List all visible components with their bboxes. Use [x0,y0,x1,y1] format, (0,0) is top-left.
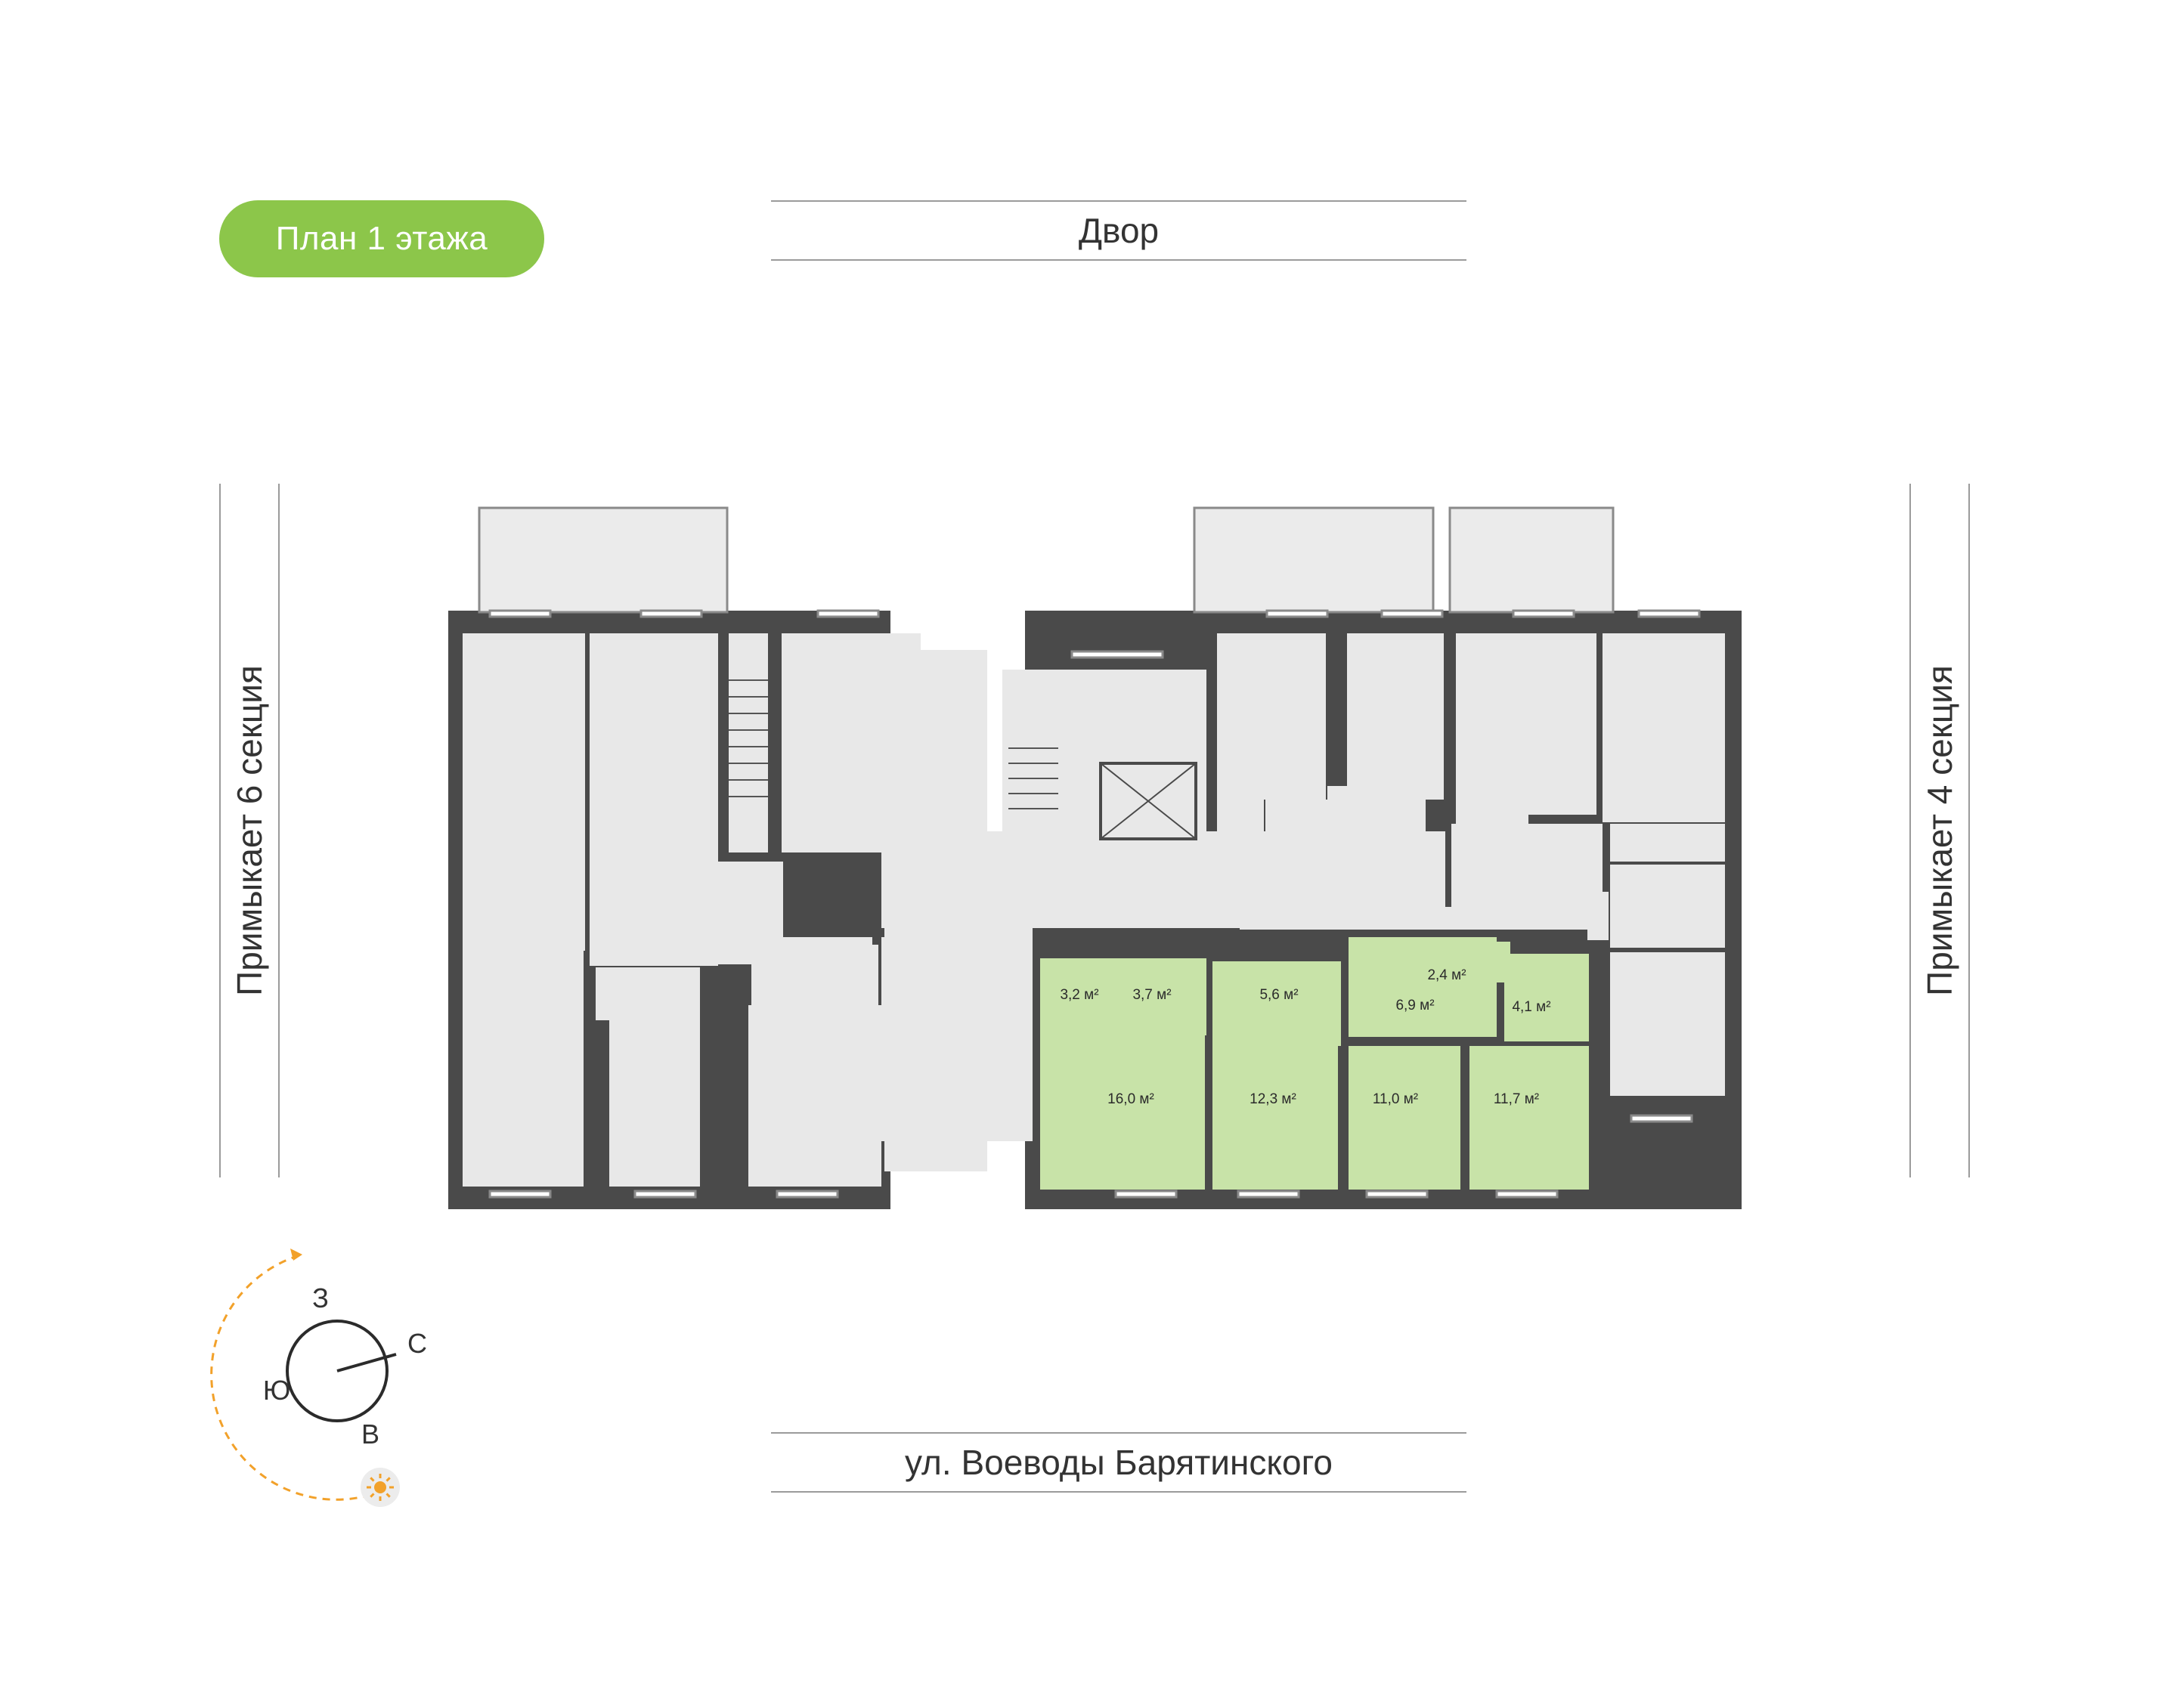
room [590,633,718,966]
room [850,1043,877,1119]
area-corridor: 6,9 м² [1395,998,1434,1013]
sun-ray [370,1477,375,1482]
apartment-room [1212,1046,1338,1190]
apartment-room [1469,1046,1589,1190]
room [1603,633,1725,822]
floor-badge[interactable]: План 1 этажа [219,200,544,277]
sun-core [374,1481,386,1493]
area-kitchen: 5,6 м² [1259,987,1298,1003]
room [729,633,768,852]
room [1240,907,1542,930]
room [1217,633,1326,800]
window [1365,1190,1429,1199]
room [463,951,584,998]
side-left: Примыкает 6 секция [219,484,280,1177]
room [1456,633,1596,815]
window [776,1190,839,1199]
room [1002,670,1206,834]
sun-ray [370,1493,375,1498]
apartment-room [1212,961,1341,1046]
area-hall: 3,2 м² [1060,987,1098,1003]
balcony [1448,506,1615,614]
room [609,975,700,1187]
balcony [1193,506,1435,614]
window [488,609,552,618]
apartment-room [1040,1035,1205,1190]
area-bath: 3,7 м² [1132,987,1171,1003]
apartment-room [1349,1046,1460,1190]
window [816,609,880,618]
room [782,800,895,852]
window [1380,609,1444,618]
room [1610,952,1725,1096]
rooms-common [463,633,1725,1187]
compass-north: С [407,1328,427,1359]
room [463,1134,584,1187]
compass-west: З [312,1283,329,1313]
apartment-room [1426,942,1510,982]
side-right: Примыкает 4 секция [1909,484,1970,1177]
area-room1: 16,0 м² [1107,1091,1154,1107]
apartment-room [1504,954,1589,1041]
area-wc: 2,4 м² [1427,967,1466,983]
room [881,937,1033,1043]
compass-needle [336,1353,397,1372]
street-top: Двор [771,200,1466,261]
room [463,633,585,951]
window [1630,1114,1693,1123]
stairwell [729,679,1197,840]
window [1265,609,1329,618]
room [1610,824,1725,862]
balcony [478,506,729,614]
area-room4: 11,7 м² [1494,1091,1539,1107]
window [1070,650,1164,659]
compass-south: Ю [263,1375,290,1406]
street-top-label: Двор [1078,211,1160,250]
window [1237,1190,1300,1199]
window [488,1190,552,1199]
sun-icon [367,1474,394,1501]
sun-ray [386,1493,391,1498]
area-room2: 12,3 м² [1250,1091,1296,1107]
room [1347,633,1444,800]
area-room3: 11,0 м² [1373,1091,1418,1107]
compass-dial [286,1320,389,1422]
room [786,945,878,1050]
window [1495,1190,1559,1199]
selected-apartment[interactable] [1040,937,1589,1190]
area-labels: 3,2 м² 3,7 м² 5,6 м² 6,9 м² 2,4 м² 4,1 м… [1060,967,1550,1107]
window [1114,1190,1178,1199]
room [1587,892,1609,940]
apartment-room [1125,958,1202,1035]
street-bottom-label: ул. Воеводы Барятинского [905,1443,1333,1482]
windows [488,609,1701,1199]
compass-east: В [361,1419,379,1450]
window [639,609,703,618]
balconies [478,506,1615,614]
room [877,1043,1033,1141]
room [1610,865,1725,948]
window [1637,609,1701,618]
street-bottom: ул. Воеводы Барятинского [771,1432,1466,1493]
window [633,1190,697,1199]
compass: З С Ю В [210,1249,427,1507]
area-bath2: 4,1 м² [1512,999,1550,1015]
sun-ray [386,1477,391,1482]
window [1512,609,1575,618]
